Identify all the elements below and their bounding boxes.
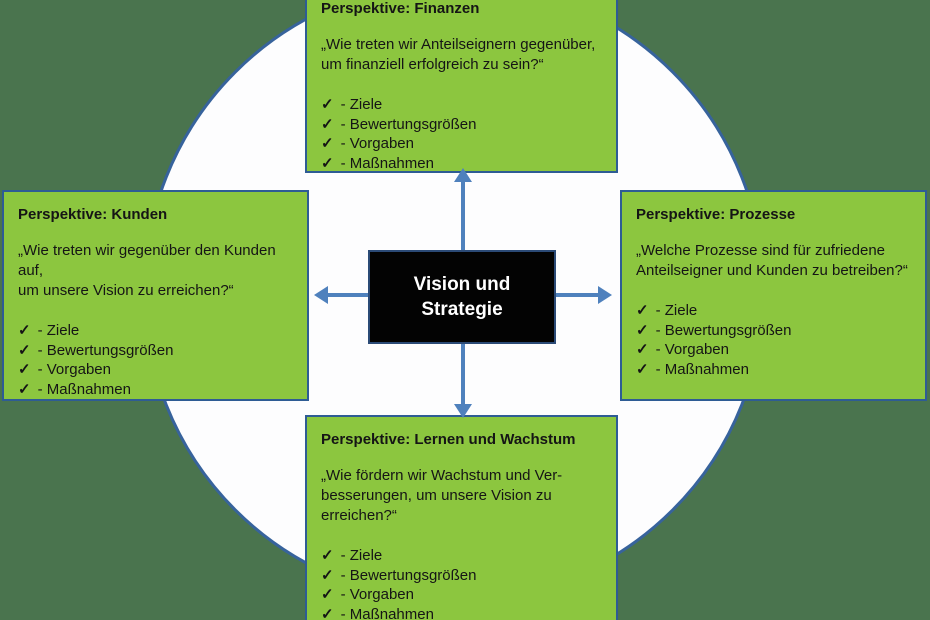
checklist-item: ✓ - Vorgaben <box>636 340 911 360</box>
arrow-right-icon <box>598 286 612 304</box>
checklist-item: ✓ - Maßnahmen <box>321 605 602 620</box>
check-icon: ✓ <box>636 302 649 319</box>
perspective-box-prozesse: Perspektive: Prozesse „Welche Prozesse s… <box>620 190 927 401</box>
checklist-label: - Vorgaben <box>340 586 414 603</box>
checklist-label: - Bewertungsgrößen <box>340 566 477 584</box>
perspective-box-kunden: Perspektive: Kunden „Wie treten wir gege… <box>2 190 309 401</box>
box-title-kunden: Perspektive: Kunden <box>18 206 168 223</box>
checklist-item: ✓ - Vorgaben <box>18 360 293 380</box>
box-checklist-lernen-wachstum: ✓ - Ziele ✓ - Bewertungsgrößen ✓ - Vorga… <box>321 546 602 620</box>
quote-line: „Wie treten wir Anteilseignern gegenüber… <box>321 36 596 53</box>
arrow-down-shaft <box>461 344 465 406</box>
vision-strategy-line: Strategie <box>421 299 503 320</box>
checklist-item: ✓ - Bewertungsgrößen <box>636 321 911 341</box>
check-icon: ✓ <box>321 96 334 113</box>
vision-strategy-line: Vision und <box>413 274 511 295</box>
quote-line: „Welche Prozesse sind für zufriedene <box>636 242 886 259</box>
arrow-up-shaft <box>461 181 465 250</box>
box-question-prozesse: „Welche Prozesse sind für zufriedene Ant… <box>636 241 911 281</box>
quote-line: „Wie treten wir gegenüber den Kunden auf… <box>18 242 276 279</box>
box-question-finanzen: „Wie treten wir Anteilseignern gegenüber… <box>321 35 602 75</box>
check-icon: ✓ <box>321 566 334 584</box>
checklist-label: - Bewertungsgrößen <box>655 321 792 339</box>
checklist-item: ✓ - Ziele <box>18 321 293 341</box>
quote-line: Anteilseigner und Kunden zu betreiben?“ <box>636 262 908 279</box>
checklist-item: ✓ - Ziele <box>321 546 602 566</box>
check-icon: ✓ <box>321 547 334 564</box>
checklist-item: ✓ - Bewertungsgrößen <box>321 566 602 586</box>
check-icon: ✓ <box>636 321 649 339</box>
check-icon: ✓ <box>321 115 334 133</box>
quote-line: um finanziell erfolgreich zu sein?“ <box>321 56 544 73</box>
quote-line: um unsere Vision zu erreichen?“ <box>18 282 234 299</box>
quote-line: „Wie fördern wir Wachstum und Ver- <box>321 467 563 484</box>
box-checklist-prozesse: ✓ - Ziele ✓ - Bewertungsgrößen ✓ - Vorga… <box>636 301 911 379</box>
box-title-lernen-wachstum: Perspektive: Lernen und Wachstum <box>321 431 576 448</box>
checklist-label: - Vorgaben <box>37 361 111 378</box>
box-title-finanzen: Perspektive: Finanzen <box>321 0 480 17</box>
checklist-item: ✓ - Bewertungsgrößen <box>18 341 293 361</box>
check-icon: ✓ <box>18 341 31 359</box>
arrow-up-icon <box>454 168 472 182</box>
checklist-label: - Ziele <box>37 322 80 339</box>
checklist-label: - Maßnahmen <box>340 605 434 620</box>
checklist-label: - Bewertungsgrößen <box>340 115 477 133</box>
checklist-item: ✓ - Ziele <box>636 301 911 321</box>
check-icon: ✓ <box>321 135 334 152</box>
checklist-item: ✓ - Maßnahmen <box>321 154 602 174</box>
check-icon: ✓ <box>636 341 649 358</box>
quote-line: besserungen, um unsere Vision zu <box>321 487 552 504</box>
box-question-kunden: „Wie treten wir gegenüber den Kunden auf… <box>18 241 293 301</box>
checklist-label: - Maßnahmen <box>37 380 131 398</box>
checklist-item: ✓ - Bewertungsgrößen <box>321 115 602 135</box>
quote-line: erreichen?“ <box>321 507 397 524</box>
check-icon: ✓ <box>636 360 649 378</box>
checklist-item: ✓ - Maßnahmen <box>18 380 293 400</box>
box-checklist-kunden: ✓ - Ziele ✓ - Bewertungsgrößen ✓ - Vorga… <box>18 321 293 399</box>
check-icon: ✓ <box>18 361 31 378</box>
checklist-label: - Bewertungsgrößen <box>37 341 174 359</box>
check-icon: ✓ <box>18 380 31 398</box>
checklist-item: ✓ - Ziele <box>321 95 602 115</box>
checklist-label: - Maßnahmen <box>340 154 434 172</box>
checklist-label: - Vorgaben <box>655 341 729 358</box>
check-icon: ✓ <box>321 605 334 620</box>
checklist-label: - Maßnahmen <box>655 360 749 378</box>
arrow-right-shaft <box>556 293 598 297</box>
checklist-label: - Vorgaben <box>340 135 414 152</box>
perspective-box-finanzen: Perspektive: Finanzen „Wie treten wir An… <box>305 0 618 173</box>
checklist-label: - Ziele <box>340 547 383 564</box>
checklist-item: ✓ - Maßnahmen <box>636 360 911 380</box>
box-question-lernen-wachstum: „Wie fördern wir Wachstum und Ver- besse… <box>321 466 602 526</box>
arrow-left-icon <box>314 286 328 304</box>
perspective-box-lernen-wachstum: Perspektive: Lernen und Wachstum „Wie fö… <box>305 415 618 620</box>
checklist-item: ✓ - Vorgaben <box>321 134 602 154</box>
vision-strategy-box: Vision und Strategie <box>368 250 556 344</box>
checklist-item: ✓ - Vorgaben <box>321 585 602 605</box>
checklist-label: - Ziele <box>340 96 383 113</box>
arrow-left-shaft <box>328 293 368 297</box>
arrow-down-icon <box>454 404 472 418</box>
check-icon: ✓ <box>321 586 334 603</box>
check-icon: ✓ <box>321 154 334 172</box>
box-checklist-finanzen: ✓ - Ziele ✓ - Bewertungsgrößen ✓ - Vorga… <box>321 95 602 173</box>
box-title-prozesse: Perspektive: Prozesse <box>636 206 796 223</box>
check-icon: ✓ <box>18 322 31 339</box>
checklist-label: - Ziele <box>655 302 698 319</box>
